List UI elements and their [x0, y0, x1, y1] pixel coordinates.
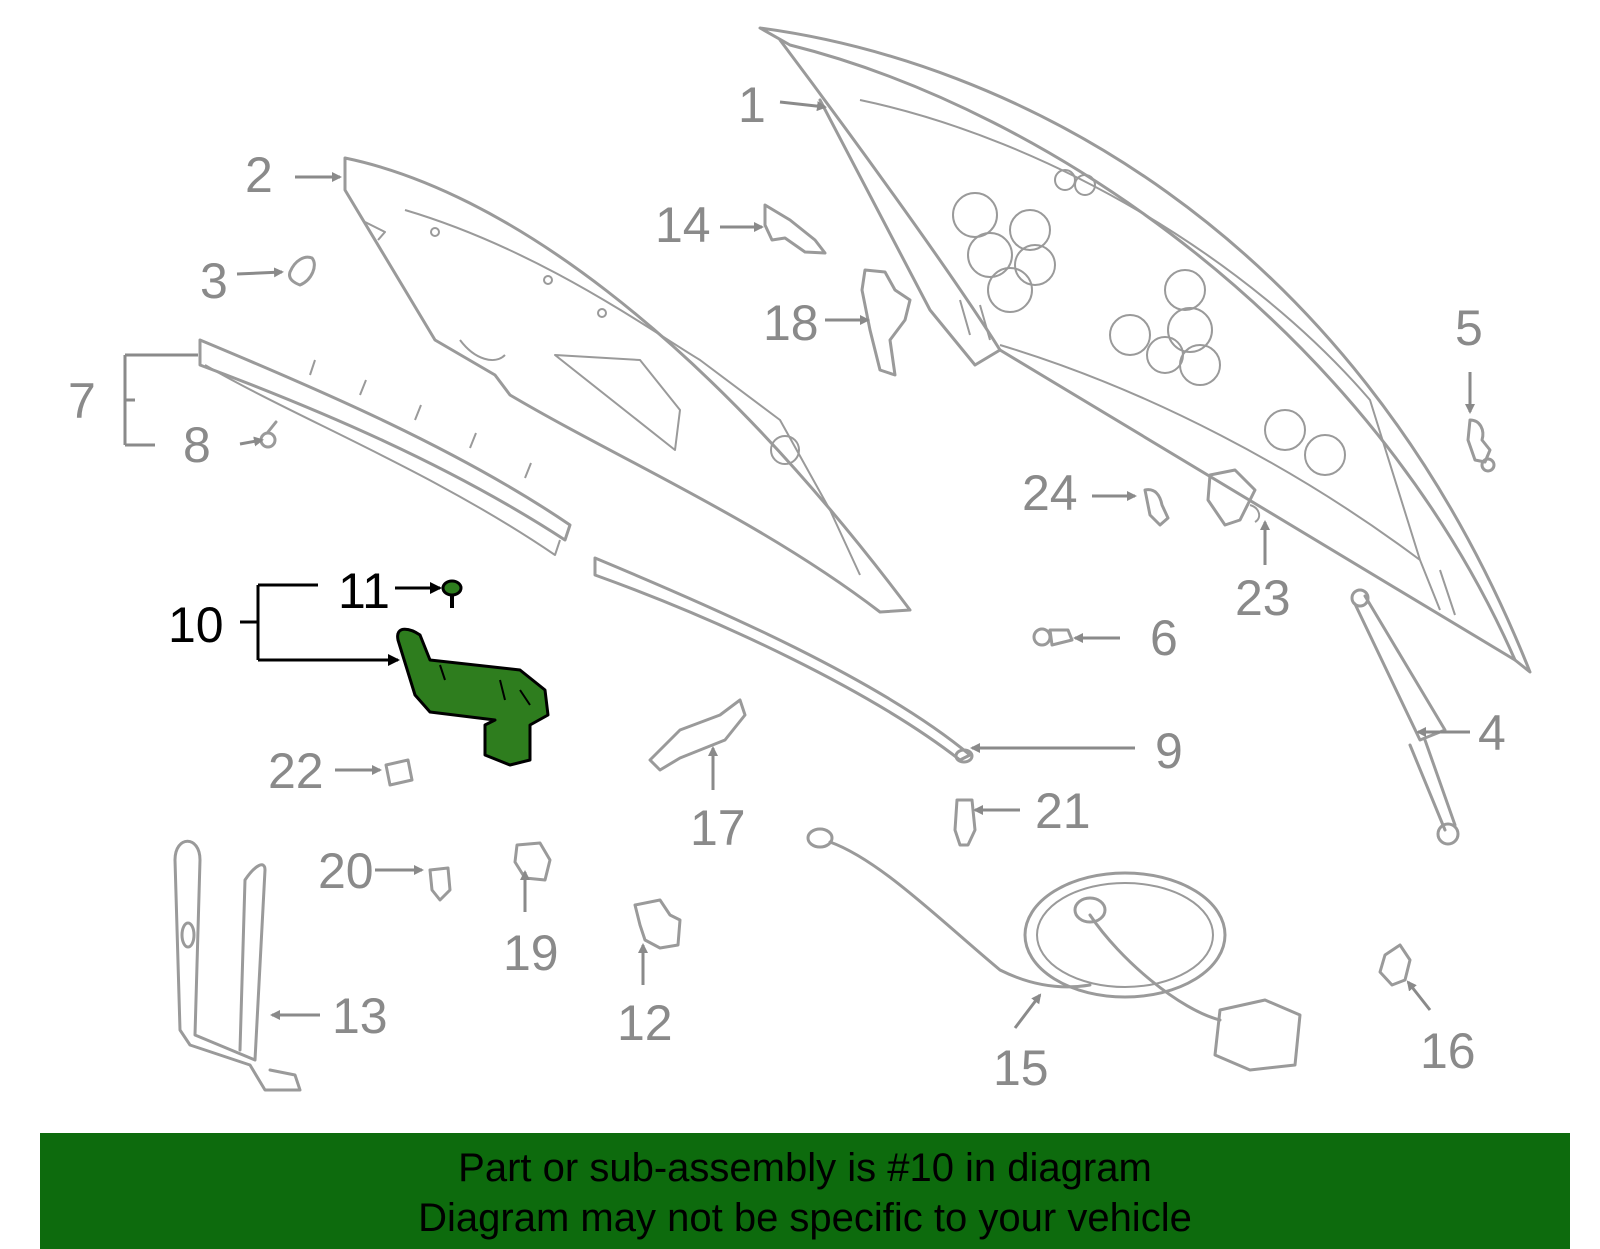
- callout-13: 13: [332, 988, 388, 1044]
- callout-11: 11: [338, 563, 390, 619]
- leader-lines: [123, 100, 1475, 1029]
- callout-3: 3: [200, 253, 228, 309]
- bracket-part-18: [860, 268, 912, 377]
- callout-7: 7: [68, 373, 96, 429]
- bumper-part-22: [384, 758, 414, 787]
- prop-rod-part-13: [173, 839, 302, 1092]
- callout-10: 10: [168, 597, 224, 653]
- callout-4: 4: [1478, 705, 1506, 761]
- callout-18: 18: [763, 295, 819, 351]
- callout-2: 2: [245, 147, 273, 203]
- banner-line-1: Part or sub-assembly is #10 in diagram: [458, 1146, 1152, 1190]
- notice-banner: Part or sub-assembly is #10 in diagram D…: [40, 1133, 1570, 1249]
- clip-part-24: [1143, 488, 1170, 527]
- release-cable-part-15: [806, 827, 1302, 1072]
- banner-line-2: Diagram may not be specific to your vehi…: [418, 1196, 1192, 1240]
- callout-1: 1: [738, 77, 766, 133]
- fastener-part-3: [288, 255, 316, 287]
- callout-12: 12: [617, 995, 673, 1051]
- callout-21: 21: [1035, 783, 1091, 839]
- callout-17: 17: [690, 800, 746, 856]
- callout-14: 14: [655, 197, 711, 253]
- callout-5: 5: [1455, 300, 1483, 356]
- callout-24: 24: [1022, 465, 1078, 521]
- clip-part-19: [513, 841, 552, 882]
- callout-15: 15: [993, 1040, 1049, 1096]
- weatherstrip-part-7: [198, 338, 572, 556]
- bracket-part-17: [648, 698, 747, 772]
- lift-support-part-4: [1350, 588, 1460, 846]
- hinge-bolt-part-11: [441, 579, 463, 608]
- callout-16: 16: [1420, 1023, 1476, 1079]
- callout-22: 22: [268, 743, 324, 799]
- seal-part-9: [593, 556, 974, 764]
- callout-6: 6: [1150, 610, 1178, 666]
- hood-insulator-part-2: [343, 156, 912, 614]
- hood-panel-part-1: [758, 26, 1532, 674]
- callout-8: 8: [183, 417, 211, 473]
- callout-9: 9: [1155, 723, 1183, 779]
- clip-part-16: [1378, 943, 1412, 987]
- pushpin-part-8: [259, 420, 278, 449]
- bolt-part-6: [1032, 627, 1074, 647]
- bumper-part-23: [1206, 468, 1261, 527]
- callout-20: 20: [318, 843, 374, 899]
- bracket-part-14: [763, 203, 827, 255]
- clip-part-20: [428, 866, 452, 902]
- parts-diagram: 1 2 3 7 8 14 18 5 24 23 6 4 9 17 21 22 2…: [68, 26, 1532, 1096]
- hood-hinge-part-10: [396, 627, 550, 767]
- clip-part-12: [633, 898, 682, 950]
- bumper-part-5: [1466, 418, 1496, 473]
- clip-part-21: [953, 798, 977, 847]
- callout-19: 19: [503, 925, 559, 981]
- callout-23: 23: [1235, 570, 1291, 626]
